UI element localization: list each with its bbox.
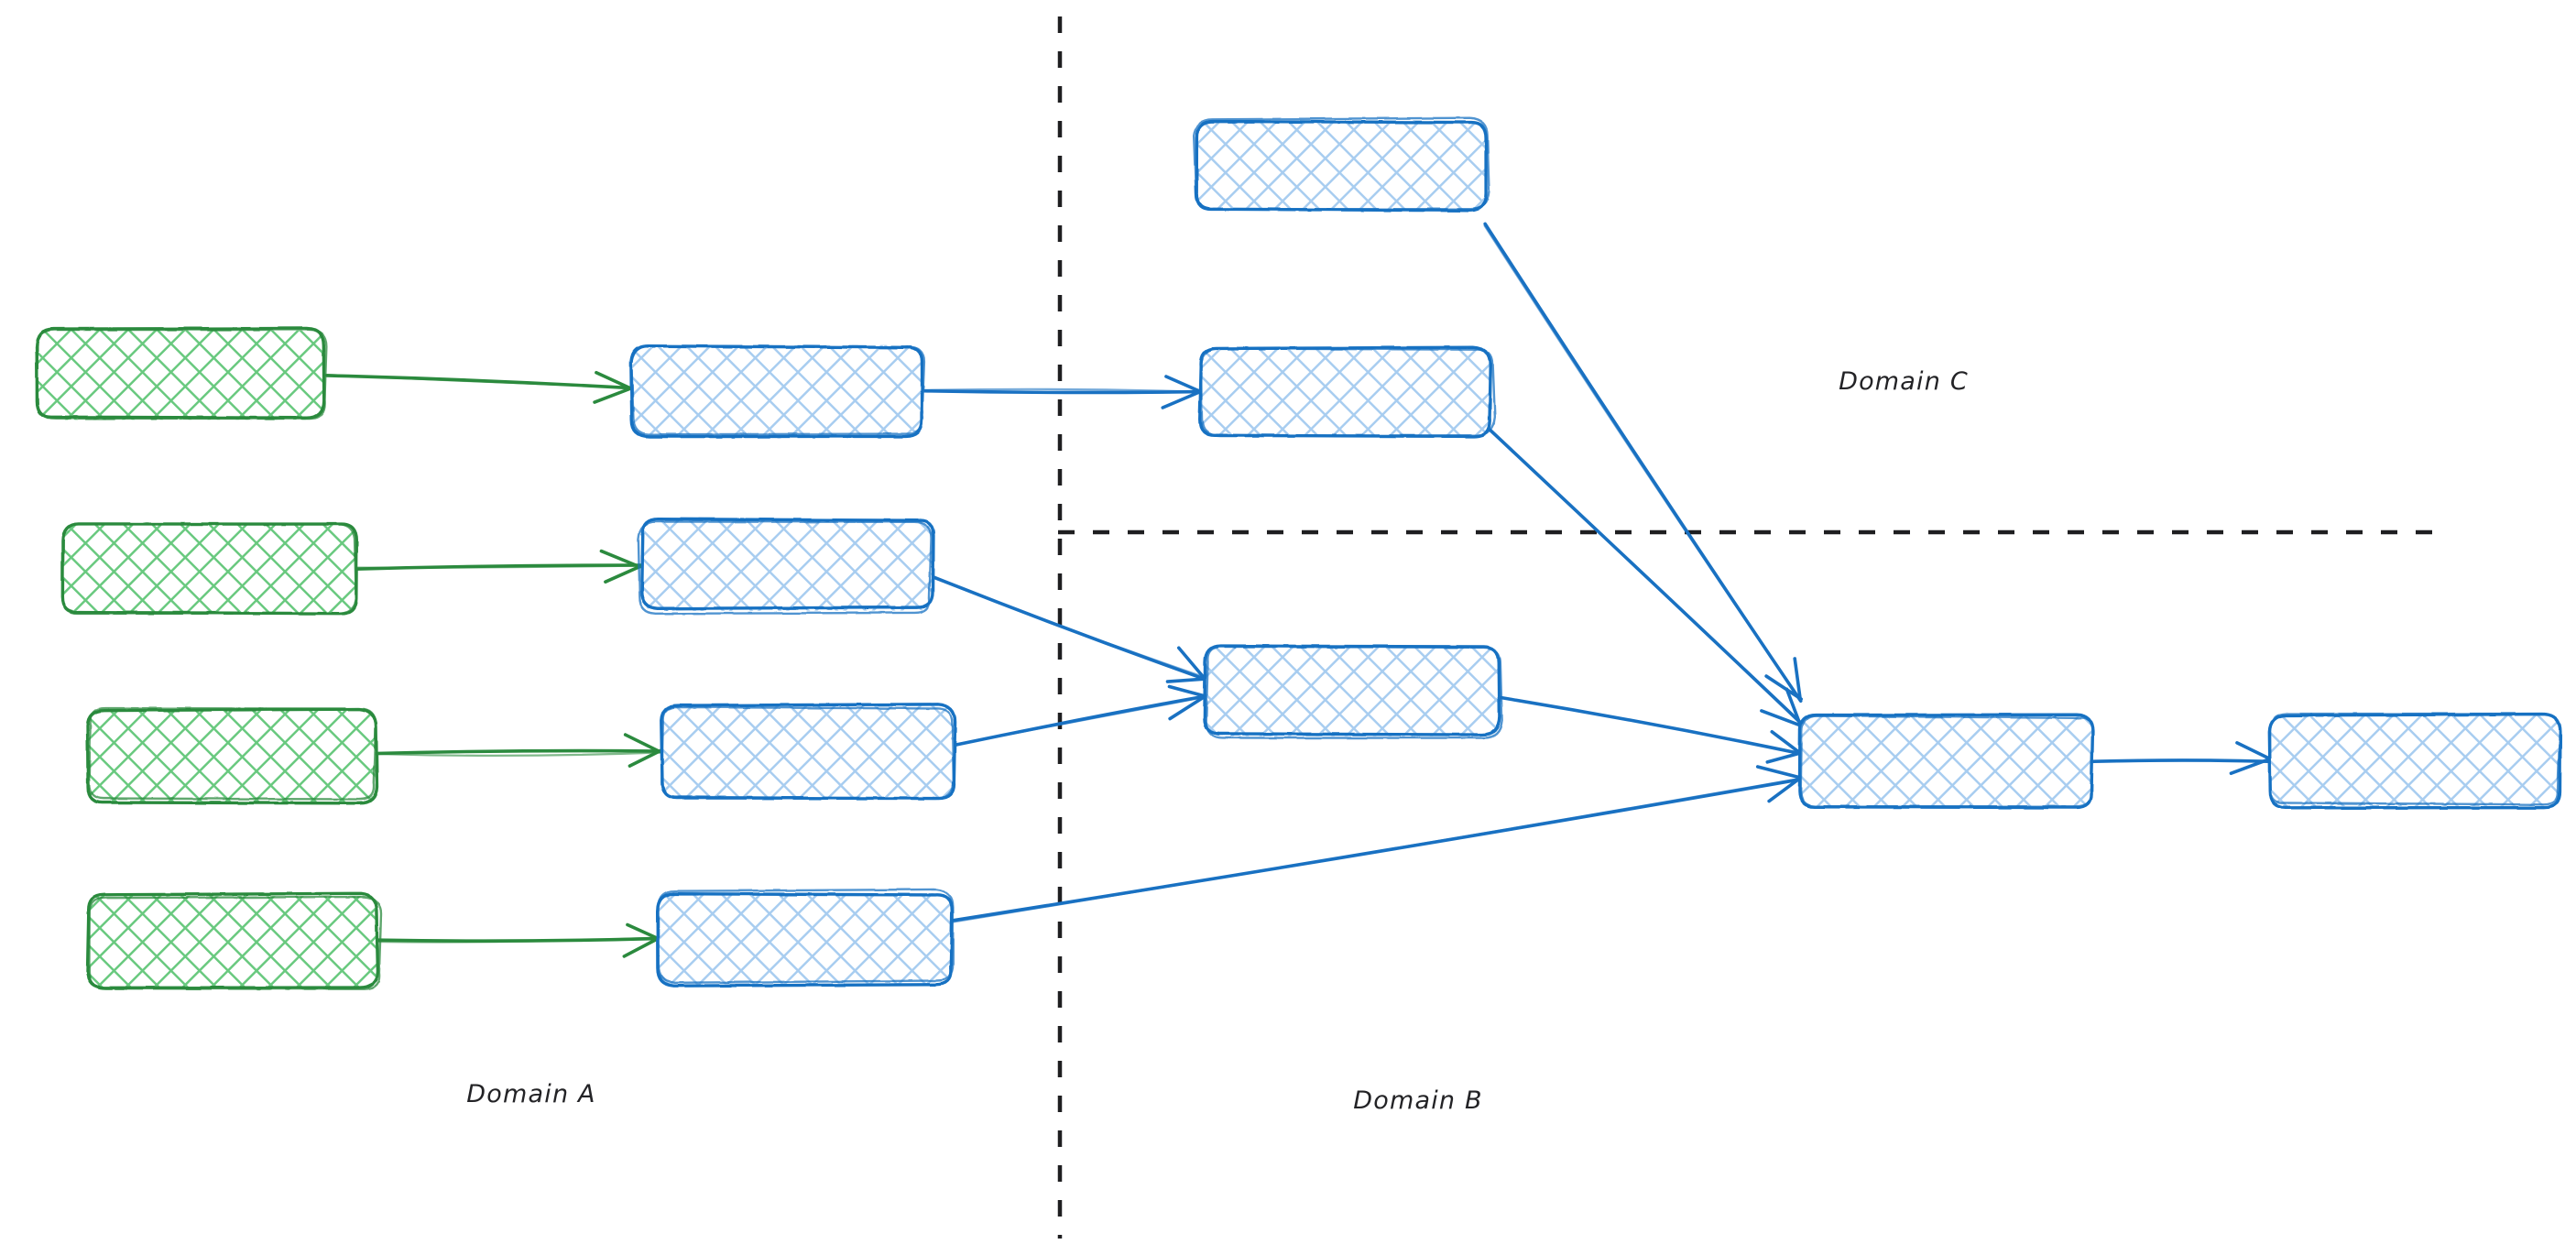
nodes-layer (35, 116, 2562, 990)
node-a1[interactable] (35, 326, 328, 420)
edge-e8 (948, 765, 1802, 924)
edge-e7 (951, 684, 1207, 748)
edge-e6 (931, 575, 1208, 683)
node-a4[interactable] (85, 891, 383, 990)
edges-layer (323, 222, 2273, 958)
edge-e11 (1495, 695, 1803, 764)
label-domain-c: Domain C (1839, 367, 1969, 396)
node-a3[interactable] (85, 706, 379, 805)
edge-e4 (375, 922, 660, 958)
domain-labels-layer: Domain A Domain B Domain C (466, 367, 1969, 1115)
label-domain-b: Domain B (1353, 1086, 1482, 1115)
edge-e5 (922, 375, 1202, 409)
node-b4[interactable] (655, 888, 955, 988)
node-d1[interactable] (1797, 713, 2095, 810)
node-b3[interactable] (660, 703, 957, 801)
node-d2[interactable] (2267, 712, 2562, 810)
edge-e9 (1483, 222, 1803, 704)
edge-e2 (353, 549, 643, 584)
node-c2[interactable] (1198, 345, 1497, 439)
label-domain-a: Domain A (466, 1080, 595, 1108)
node-b2[interactable] (637, 517, 935, 615)
node-c3[interactable] (1203, 644, 1503, 739)
edge-e12 (2090, 741, 2273, 776)
edge-e3 (372, 733, 664, 768)
edge-e10 (1488, 428, 1804, 726)
node-b1[interactable] (629, 344, 926, 439)
node-a2[interactable] (60, 522, 359, 616)
node-c1[interactable] (1192, 116, 1490, 213)
edge-e1 (323, 370, 636, 404)
domain-dividers (1057, 16, 2448, 1239)
